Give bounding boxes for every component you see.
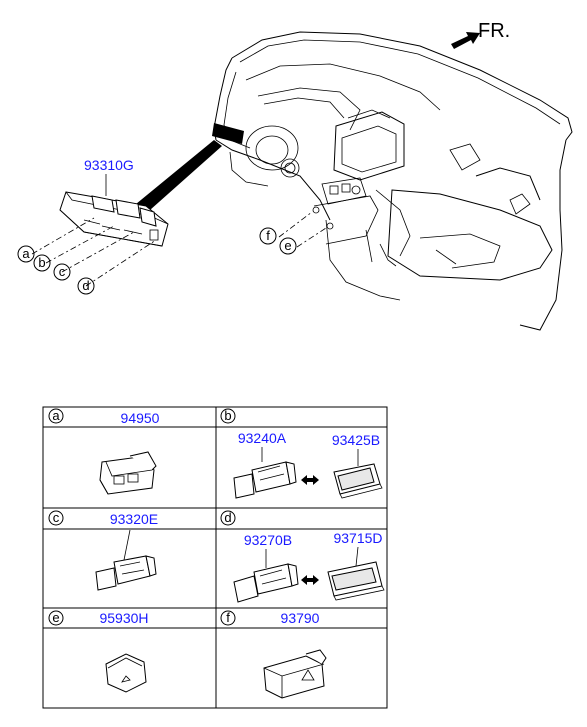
parts-table: a 94950 b 93240A 93425B (42, 406, 388, 709)
cell-d-letter: d (224, 510, 231, 525)
switch-93270B-icon (233, 563, 299, 603)
table-cell-a: a 94950 (48, 408, 160, 495)
callout-a-label: a (22, 246, 30, 261)
front-label: FR. (478, 20, 510, 42)
cell-a-letter: a (52, 408, 60, 423)
cell-b-part-number-1: 93240A (238, 430, 287, 446)
assembly-part-number: 93310G (84, 157, 134, 173)
leader-band (136, 140, 222, 210)
callout-e: e (279, 237, 297, 255)
cell-c-letter: c (53, 510, 60, 525)
callout-d: d (77, 277, 95, 295)
cell-b-letter: b (224, 408, 231, 423)
hazard-switch-93790-icon (263, 649, 327, 699)
switch-93240A-icon (233, 461, 297, 499)
multi-switch-assembly (59, 191, 169, 247)
callout-c: c (53, 263, 71, 281)
callout-e-label: e (284, 238, 291, 253)
blank-cover-93715D-icon (327, 561, 385, 601)
front-direction-indicator: FR. (451, 20, 510, 49)
cell-c-part-number: 93320E (110, 511, 158, 527)
double-arrow-icon (301, 575, 319, 585)
table-cell-d: d 93270B 93715D (220, 510, 385, 603)
dashboard-illustration (212, 31, 573, 331)
callout-b-label: b (38, 255, 45, 270)
cell-e-part-number: 95930H (99, 610, 148, 626)
switch-slot (212, 123, 244, 144)
table-cell-b: b 93240A 93425B (220, 408, 383, 499)
switch-94950-icon (99, 451, 157, 495)
callout-d-label: d (82, 278, 89, 293)
callout-f: f (259, 227, 277, 245)
blank-cover-93425B-icon (333, 463, 383, 499)
front-arrow-icon (451, 32, 480, 49)
switch-93320E-icon (95, 555, 157, 591)
table-cell-f: f 93790 (220, 610, 327, 699)
cell-f-part-number: 93790 (281, 610, 320, 626)
double-arrow-icon (301, 475, 319, 485)
cell-a-part-number: 94950 (121, 410, 160, 426)
cell-f-letter: f (226, 610, 230, 625)
table-cell-e: e 95930H (48, 610, 149, 693)
callout-c-label: c (59, 264, 66, 279)
switch-95930H-icon (105, 653, 147, 693)
table-cell-c: c 93320E (48, 510, 158, 591)
cell-d-part-number-2: 93715D (333, 530, 382, 546)
cell-d-part-number-1: 93270B (244, 532, 292, 548)
callout-a: a (17, 245, 35, 263)
cell-e-letter: e (52, 610, 59, 625)
callout-f-label: f (266, 228, 270, 243)
cell-b-part-number-2: 93425B (332, 432, 380, 448)
callout-b: b (33, 254, 51, 272)
